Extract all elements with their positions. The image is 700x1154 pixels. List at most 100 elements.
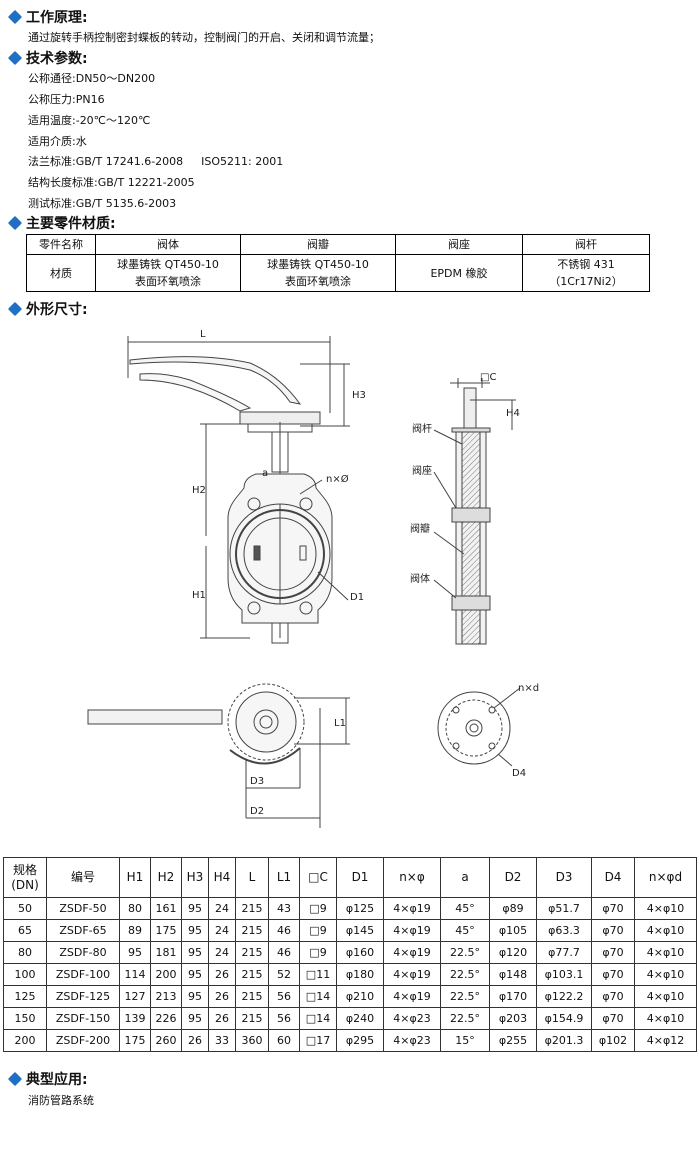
table-header-cell: 阀座 xyxy=(395,234,523,255)
diamond-bullet-icon xyxy=(7,1071,23,1087)
label-H1: H1 xyxy=(192,590,206,601)
table-header-row: 规格 (DN) 编号 H1 H2 H3 H4 L L1 □C D1 n×φ a … xyxy=(3,857,697,898)
table-cell: 22.5° xyxy=(440,1007,490,1030)
table-header-cell: 阀瓣 xyxy=(240,234,396,255)
table-cell: 26 xyxy=(208,985,236,1008)
table-cell: φ120 xyxy=(489,941,537,964)
cell-line: 表面环氧喷涂 xyxy=(135,275,201,288)
table-cell: 161 xyxy=(150,897,182,920)
table-cell: 50 xyxy=(3,897,47,920)
table-cell: 213 xyxy=(150,985,182,1008)
label-C: □C xyxy=(480,372,496,383)
param-line: 适用介质:水 xyxy=(28,135,87,149)
table-cell: 95 xyxy=(181,1007,209,1030)
table-cell: 226 xyxy=(150,1007,182,1030)
param-label: 测试标准: xyxy=(28,197,76,210)
label-L: L xyxy=(200,329,206,340)
table-cell: φ295 xyxy=(336,1029,384,1052)
param-value: GB/T 5135.6-2003 xyxy=(75,197,177,210)
table-cell: □17 xyxy=(299,1029,337,1052)
param-label: 适用介质: xyxy=(28,135,76,148)
table-cell: 175 xyxy=(150,919,182,942)
table-header-cell: n×φ xyxy=(383,857,441,898)
table-cell: ZSDF-125 xyxy=(46,985,120,1008)
param-label: 法兰标准: xyxy=(28,155,76,168)
table-cell: 33 xyxy=(208,1029,236,1052)
param-value: 水 xyxy=(75,135,87,148)
table-cell: φ70 xyxy=(591,1007,635,1030)
table-cell: φ210 xyxy=(336,985,384,1008)
table-cell: 65 xyxy=(3,919,47,942)
table-cell: 球墨铸铁 QT450-10 表面环氧喷涂 xyxy=(95,254,241,292)
table-cell: 4×φ23 xyxy=(383,1029,441,1052)
section-principle: 工作原理: xyxy=(6,7,88,27)
table-header-cell: 零件名称 xyxy=(26,234,96,255)
label-seat: 阀座 xyxy=(412,464,432,477)
table-cell: 95 xyxy=(119,941,151,964)
table-header-cell: a xyxy=(440,857,490,898)
table-cell: 215 xyxy=(235,963,269,986)
table-cell: φ122.2 xyxy=(536,985,592,1008)
table-header-cell: D1 xyxy=(336,857,384,898)
table-cell: 181 xyxy=(150,941,182,964)
table-cell: φ70 xyxy=(591,919,635,942)
param-value: GB/T 17241.6-2008 xyxy=(75,155,184,168)
table-cell: ZSDF-100 xyxy=(46,963,120,986)
table-cell: φ255 xyxy=(489,1029,537,1052)
table-cell: 200 xyxy=(3,1029,47,1052)
table-cell: φ105 xyxy=(489,919,537,942)
label-D3: D3 xyxy=(250,776,264,787)
param-line: 适用温度:-20℃～120℃ xyxy=(28,114,150,128)
table-cell: 95 xyxy=(181,919,209,942)
diamond-bullet-icon xyxy=(7,215,23,231)
front-view xyxy=(127,336,350,644)
table-row: 零件名称 阀体 阀瓣 阀座 阀杆 xyxy=(26,234,650,255)
section-dimensions: 外形尺寸: xyxy=(6,299,88,319)
table-cell: ZSDF-80 xyxy=(46,941,120,964)
table-cell: φ148 xyxy=(489,963,537,986)
section-title: 典型应用: xyxy=(26,1072,88,1088)
flange-view xyxy=(437,687,521,767)
cell-line: 表面环氧喷涂 xyxy=(285,275,351,288)
diamond-bullet-icon xyxy=(7,50,23,66)
table-cell: 22.5° xyxy=(440,963,490,986)
table-cell: φ63.3 xyxy=(536,919,592,942)
table-cell: φ103.1 xyxy=(536,963,592,986)
table-cell: 4×φ23 xyxy=(383,1007,441,1030)
table-cell: φ201.3 xyxy=(536,1029,592,1052)
section-params: 技术参数: xyxy=(6,48,88,68)
diamond-bullet-icon xyxy=(7,9,23,25)
label-stem: 阀杆 xyxy=(412,422,432,435)
label-H3: H3 xyxy=(352,390,366,401)
table-cell: 100 xyxy=(3,963,47,986)
param-label: 适用温度: xyxy=(28,114,76,127)
table-cell: φ70 xyxy=(591,985,635,1008)
table-cell: EPDM 橡胶 xyxy=(395,254,523,292)
table-header-cell: L1 xyxy=(268,857,300,898)
table-cell: 26 xyxy=(208,1007,236,1030)
table-cell: φ125 xyxy=(336,897,384,920)
table-cell: 80 xyxy=(3,941,47,964)
cell-line: 球墨铸铁 QT450-10 xyxy=(117,258,219,271)
table-cell: 45° xyxy=(440,897,490,920)
table-cell: 175 xyxy=(119,1029,151,1052)
table-header-cell: 阀杆 xyxy=(522,234,650,255)
table-cell: 215 xyxy=(235,985,269,1008)
param-label: 结构长度标准: xyxy=(28,176,98,189)
label-L1: L1 xyxy=(334,718,346,729)
table-cell: 24 xyxy=(208,897,236,920)
table-header-cell: H4 xyxy=(208,857,236,898)
table-cell: φ145 xyxy=(336,919,384,942)
table-cell: 22.5° xyxy=(440,941,490,964)
table-cell: 56 xyxy=(268,985,300,1008)
table-cell: □11 xyxy=(299,963,337,986)
table-cell: φ70 xyxy=(591,897,635,920)
table-cell: φ170 xyxy=(489,985,537,1008)
table-cell: 80 xyxy=(119,897,151,920)
table-cell: 46 xyxy=(268,941,300,964)
